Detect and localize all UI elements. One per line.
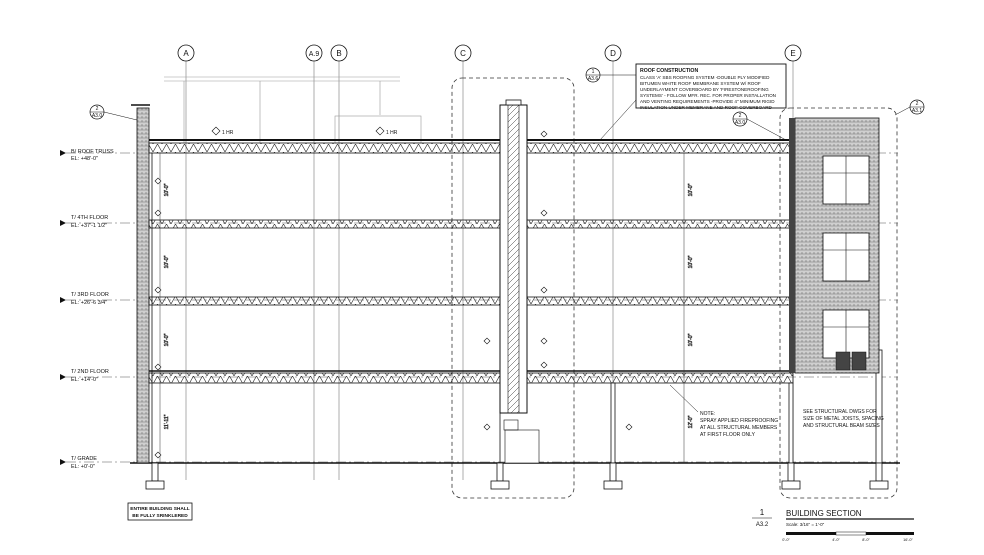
grid-bubble-d: D — [604, 44, 622, 62]
detail-tags — [154, 130, 633, 459]
svg-text:EL: +48'-0": EL: +48'-0" — [71, 156, 98, 162]
svg-text:10'-0": 10'-0" — [688, 333, 694, 346]
fire-rating-tags: 1 HR 1 HR — [211, 126, 398, 136]
roof-pergola — [164, 76, 422, 144]
svg-text:0'-0": 0'-0" — [782, 538, 790, 542]
svg-text:2: 2 — [96, 106, 99, 112]
svg-text:A3.0: A3.0 — [92, 113, 103, 119]
svg-text:2: 2 — [916, 101, 919, 107]
left-wall — [131, 104, 153, 464]
footings — [145, 462, 889, 490]
svg-text:AT ALL STRUCTURAL MEMBERS: AT ALL STRUCTURAL MEMBERS — [700, 425, 778, 431]
grid-bubble-a: A — [177, 44, 195, 62]
section-callouts: 2 A3.0 1 A3.6 2 A3.0 2 A3.1 — [89, 67, 925, 141]
svg-text:SIZE OF METAL JOISTS, SPACING: SIZE OF METAL JOISTS, SPACING — [803, 416, 884, 422]
svg-text:T/ 3RD FLOOR: T/ 3RD FLOOR — [71, 292, 109, 298]
svg-text:B/ ROOF TRUSS: B/ ROOF TRUSS — [71, 149, 114, 155]
dimension-strings: 10'-0" 10'-0" 10'-0" 11'-11" 10'-0" 10'-… — [159, 153, 694, 462]
callout-left: 2 A3.0 — [89, 104, 138, 121]
svg-text:T/ 4TH FLOOR: T/ 4TH FLOOR — [71, 215, 108, 221]
floor-structure — [148, 139, 880, 384]
svg-text:D: D — [610, 49, 616, 58]
svg-text:16'-0": 16'-0" — [903, 538, 913, 542]
hvac-units — [835, 351, 867, 371]
svg-text:1: 1 — [760, 508, 765, 517]
callout-right: 2 A3.1 — [894, 99, 925, 116]
level-third: T/ 3RD FLOOR EL: +26'-6 3/4" — [60, 292, 109, 306]
svg-text:BITUMEN WHITE ROOF MEMBRANE SY: BITUMEN WHITE ROOF MEMBRANE SYSTEM W/ RO… — [640, 81, 761, 86]
callout-top: 1 A3.6 — [585, 67, 636, 83]
structural-note: SEE STRUCTURAL DWGS FOR SIZE OF METAL JO… — [803, 409, 884, 429]
svg-text:12'-0": 12'-0" — [688, 415, 694, 428]
svg-text:A3.2: A3.2 — [756, 522, 769, 528]
svg-text:SPRAY APPLIED FIREPROOFING: SPRAY APPLIED FIREPROOFING — [700, 418, 778, 424]
svg-text:10'-0": 10'-0" — [688, 183, 694, 196]
svg-text:A3.0: A3.0 — [735, 120, 746, 126]
svg-text:EL: +14'-0": EL: +14'-0" — [71, 377, 98, 383]
svg-text:E: E — [790, 49, 795, 58]
level-grade: T/ GRADE EL: +0'-0" — [60, 456, 97, 470]
svg-text:A: A — [183, 49, 189, 58]
dashed-outlines — [451, 77, 898, 499]
grid-bubble-b: B — [330, 44, 348, 62]
svg-text:A.9: A.9 — [309, 51, 320, 58]
svg-text:Scale: 3/16" = 1'-0": Scale: 3/16" = 1'-0" — [786, 522, 825, 527]
fire-tag-left: 1 HR — [211, 126, 234, 136]
svg-text:1 HR: 1 HR — [386, 130, 398, 136]
svg-text:EL: +26'-6 3/4": EL: +26'-6 3/4" — [71, 300, 107, 306]
svg-text:SEE STRUCTURAL DWGS FOR: SEE STRUCTURAL DWGS FOR — [803, 409, 877, 415]
svg-text:BUILDING SECTION: BUILDING SECTION — [786, 509, 862, 518]
svg-text:1 HR: 1 HR — [222, 130, 234, 136]
svg-text:B: B — [336, 49, 341, 58]
svg-text:NOTE:: NOTE: — [700, 411, 715, 417]
svg-text:11'-11": 11'-11" — [164, 414, 170, 429]
svg-text:A3.1: A3.1 — [912, 108, 923, 114]
svg-text:ENTIRE BUILDING SHALL: ENTIRE BUILDING SHALL — [130, 506, 189, 512]
roof-construction-note: ROOF CONSTRUCTION CLASS 'A' SBS ROOFING … — [599, 63, 787, 141]
scale-bar: 0'-0" 4'-0" 8'-0" 16'-0" — [782, 531, 914, 542]
svg-text:T/ 2ND FLOOR: T/ 2ND FLOOR — [71, 369, 109, 375]
svg-text:SYSTEMS' - FOLLOW MFR. REC. FO: SYSTEMS' - FOLLOW MFR. REC. FOR PROPER I… — [640, 93, 776, 98]
sprinkler-note: ENTIRE BUILDING SHALL BE FULLY SRINKLERE… — [127, 502, 193, 521]
level-roof: B/ ROOF TRUSS EL: +48'-0" — [60, 149, 114, 162]
svg-text:EL: +37'-1 1/2": EL: +37'-1 1/2" — [71, 223, 107, 229]
fireproofing-note: NOTE: SPRAY APPLIED FIREPROOFING AT ALL … — [669, 384, 778, 438]
svg-text:EL: +0'-0": EL: +0'-0" — [71, 464, 95, 470]
svg-text:A3.6: A3.6 — [588, 76, 599, 82]
brick-facade — [789, 117, 880, 374]
svg-text:AND VENTING REQUIREMENTS -PROV: AND VENTING REQUIREMENTS -PROVIDE 4" MIN… — [640, 99, 775, 104]
svg-text:CLASS 'A' SBS ROOFING SYSTEM -: CLASS 'A' SBS ROOFING SYSTEM -DOUBLE PLY… — [640, 75, 770, 80]
level-fourth: T/ 4TH FLOOR EL: +37'-1 1/2" — [60, 215, 108, 229]
grid-bubble-a9: A.9 — [305, 44, 323, 62]
svg-text:10'-0": 10'-0" — [164, 183, 170, 196]
level-markers: B/ ROOF TRUSS EL: +48'-0" T/ 4TH FLOOR E… — [60, 149, 114, 470]
svg-text:INSULATION UNDER MEMBRANE AND: INSULATION UNDER MEMBRANE AND ROOF COVER… — [640, 105, 773, 110]
fire-tag-mid: 1 HR — [375, 126, 398, 136]
svg-text:BE FULLY SRINKLERED: BE FULLY SRINKLERED — [132, 513, 188, 519]
drawing-title-block: 1 A3.2 BUILDING SECTION Scale: 3/16" = 1… — [752, 508, 914, 542]
level-lines — [66, 152, 898, 463]
svg-text:10'-0": 10'-0" — [688, 255, 694, 268]
svg-text:AT FIRST FLOOR ONLY: AT FIRST FLOOR ONLY — [700, 432, 756, 438]
svg-text:ROOF CONSTRUCTION: ROOF CONSTRUCTION — [640, 68, 698, 74]
svg-text:10'-0": 10'-0" — [164, 255, 170, 268]
svg-text:2: 2 — [739, 113, 742, 119]
svg-text:4'-0": 4'-0" — [832, 538, 840, 542]
level-second: T/ 2ND FLOOR EL: +14'-0" — [60, 369, 109, 383]
svg-text:UNDERLAYMENT COVERBOARD BY 'FI: UNDERLAYMENT COVERBOARD BY 'FIRESTONEROO… — [640, 87, 769, 92]
grid-bubbles: A A.9 B C D E — [177, 44, 802, 62]
grid-bubble-c: C — [454, 44, 472, 62]
svg-text:C: C — [460, 49, 466, 58]
grid-bubble-e: E — [784, 44, 802, 62]
svg-text:AND STRUCTURAL BEAM SIZES: AND STRUCTURAL BEAM SIZES — [803, 423, 880, 429]
callout-mid: 2 A3.0 — [732, 111, 787, 141]
chimney-shaft — [499, 99, 540, 464]
svg-text:8'-0": 8'-0" — [862, 538, 870, 542]
svg-text:1: 1 — [592, 69, 595, 75]
svg-text:T/ GRADE: T/ GRADE — [71, 456, 97, 462]
svg-text:10'-0": 10'-0" — [164, 333, 170, 346]
